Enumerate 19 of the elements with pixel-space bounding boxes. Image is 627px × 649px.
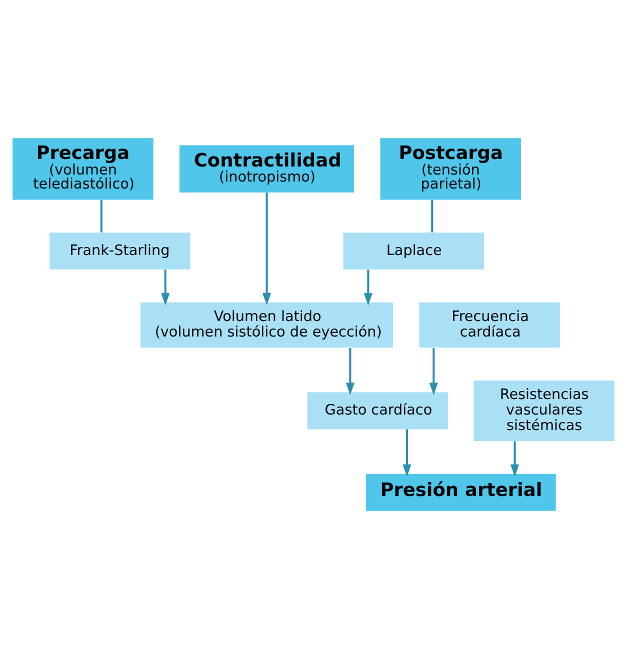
node-box: Precarga (volumen telediastólico): [12, 138, 154, 200]
node-box: Laplace: [343, 232, 484, 270]
arrow: [429, 348, 438, 396]
arrow: [364, 270, 372, 306]
node-box: Gasto cardíaco: [307, 392, 448, 430]
arrow: [402, 429, 412, 477]
node-box: Resistencias vasculares sistémicas: [474, 380, 614, 442]
node-box: Postcarga (tensión parietal): [380, 138, 521, 200]
node-box: Contractilidad (inotropismo): [179, 145, 354, 193]
arrow: [346, 348, 355, 396]
node-box: Volumen latido (volumen sistólico de eyección): [140, 302, 394, 348]
arrow: [161, 270, 170, 306]
node-box: Frank-Starling: [50, 232, 190, 270]
node-box: Presión arterial: [366, 474, 556, 511]
connector: [100, 200, 102, 232]
arrow: [262, 192, 272, 306]
connector: [431, 200, 434, 232]
node-box: Frecuencia cardíaca: [419, 302, 560, 348]
arrow: [510, 441, 520, 477]
